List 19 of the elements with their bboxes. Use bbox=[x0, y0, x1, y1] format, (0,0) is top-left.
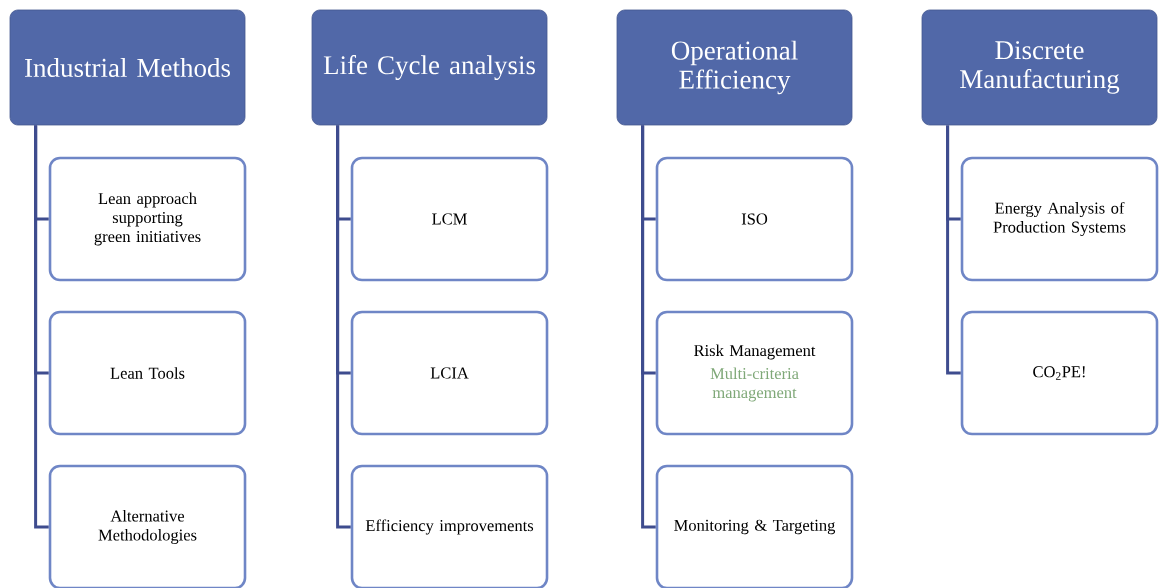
connector-line bbox=[946, 125, 961, 375]
category-box: Industrial Methods bbox=[9, 9, 246, 126]
topic-box: Lean Tools bbox=[48, 310, 247, 436]
connector-line bbox=[34, 125, 49, 529]
topic-box: Energy Analysis of Production Systems bbox=[960, 156, 1159, 282]
topic-box: Efficiency improvements bbox=[350, 464, 549, 588]
topic-box: ISO bbox=[655, 156, 854, 282]
topic-box: Risk Management Multi-criteria management bbox=[655, 310, 854, 436]
topic-box: Alternative Methodologies bbox=[48, 464, 247, 588]
topic-box: CO$_{2}$PE! bbox=[960, 310, 1159, 436]
connector-line bbox=[641, 125, 656, 529]
connector-line bbox=[336, 125, 351, 529]
topic-box: Lean approach supporting green initiatives bbox=[48, 156, 247, 282]
topic-box: LCM bbox=[350, 156, 549, 282]
category-box: Discrete Manufacturing bbox=[921, 9, 1158, 126]
category-box: Operational Efficiency bbox=[616, 9, 853, 126]
topic-box: Monitoring & Targeting bbox=[655, 464, 854, 588]
category-box: Life Cycle analysis bbox=[311, 9, 548, 126]
topic-box: LCIA bbox=[350, 310, 549, 436]
